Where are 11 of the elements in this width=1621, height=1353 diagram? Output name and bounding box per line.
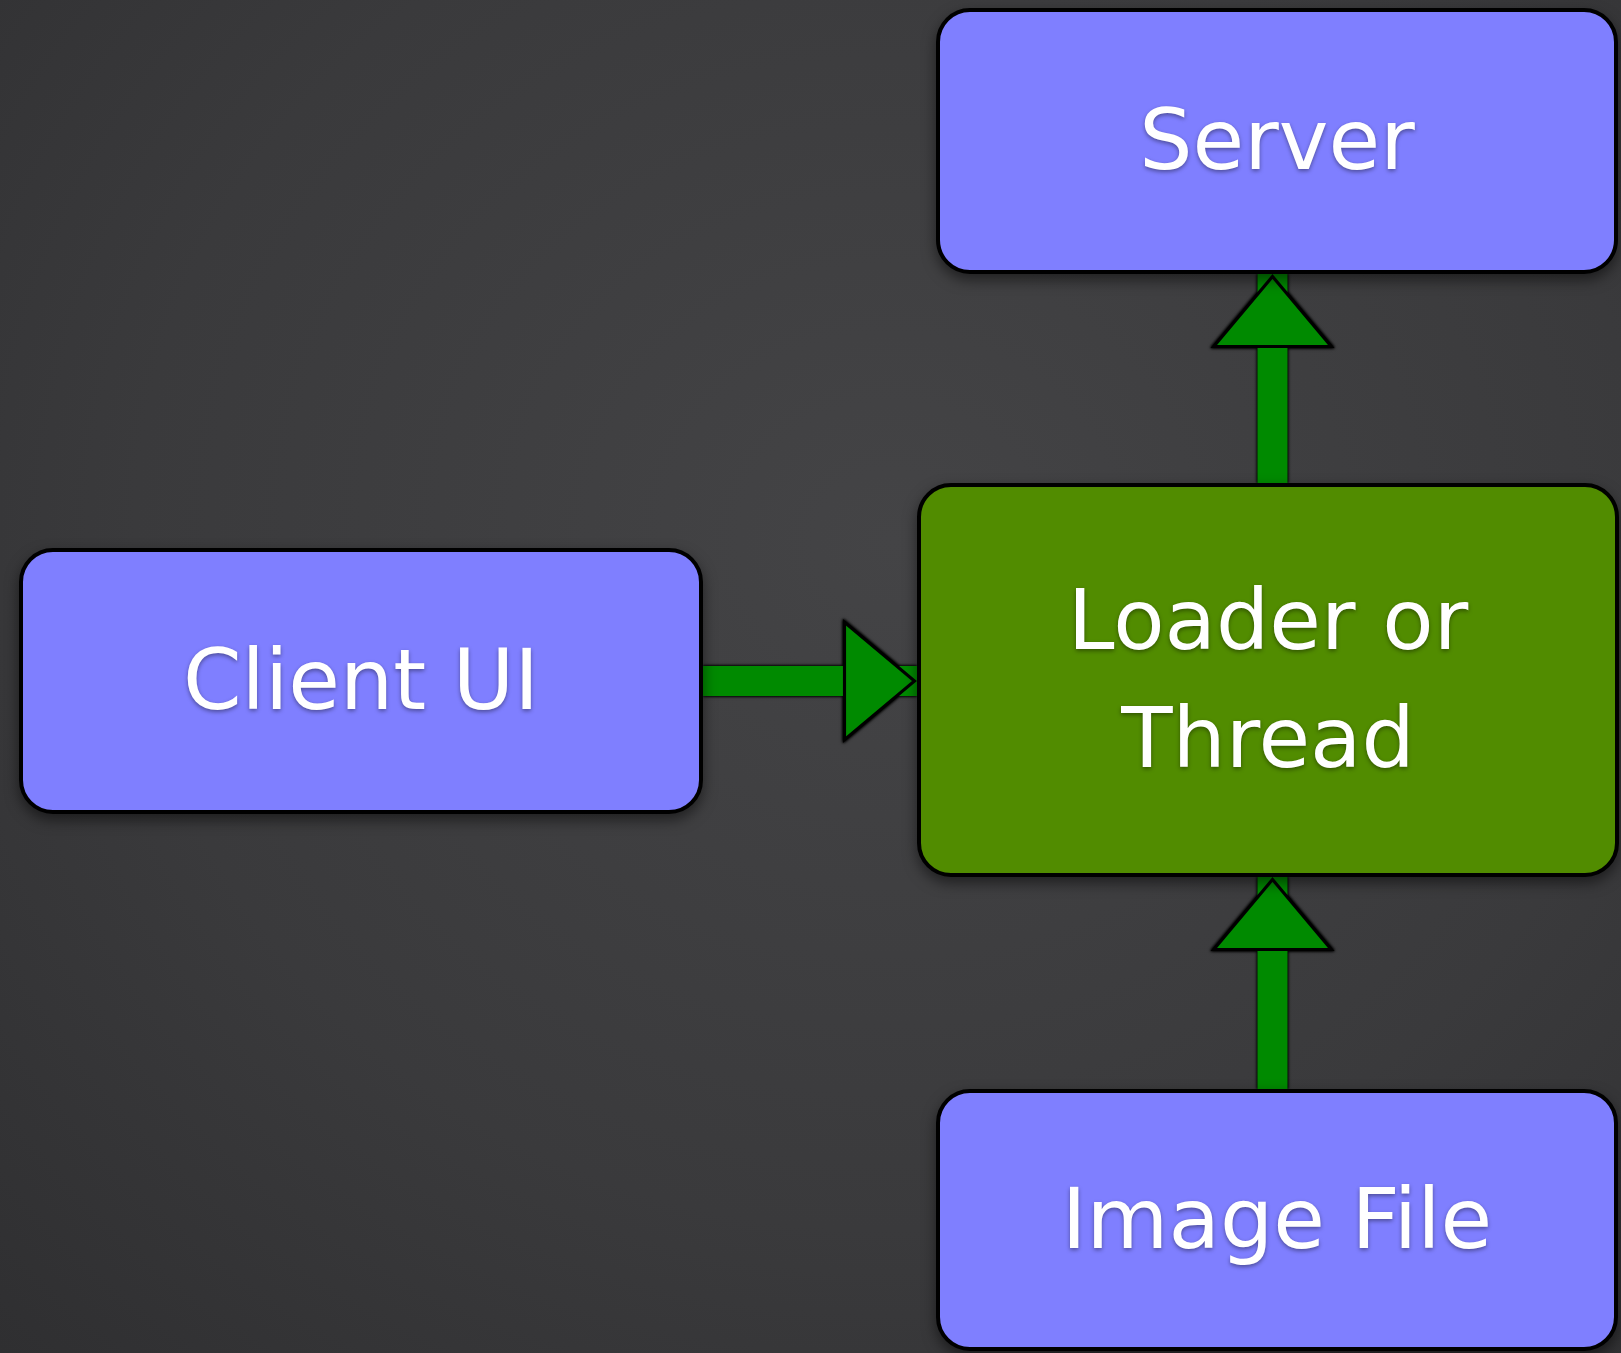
process-box <box>936 8 1618 274</box>
box-label: Image File <box>1061 1169 1493 1271</box>
process-box <box>936 1089 1618 1351</box>
box-label: Server <box>1139 90 1415 192</box>
arrow <box>1212 274 1333 483</box>
process-box <box>19 548 703 814</box>
box-label: Client UI <box>182 630 540 732</box>
box-label: Loader or Thread <box>1066 570 1470 789</box>
process-box <box>917 483 1619 877</box>
arrow <box>1212 877 1333 1089</box>
arrow <box>703 620 917 742</box>
